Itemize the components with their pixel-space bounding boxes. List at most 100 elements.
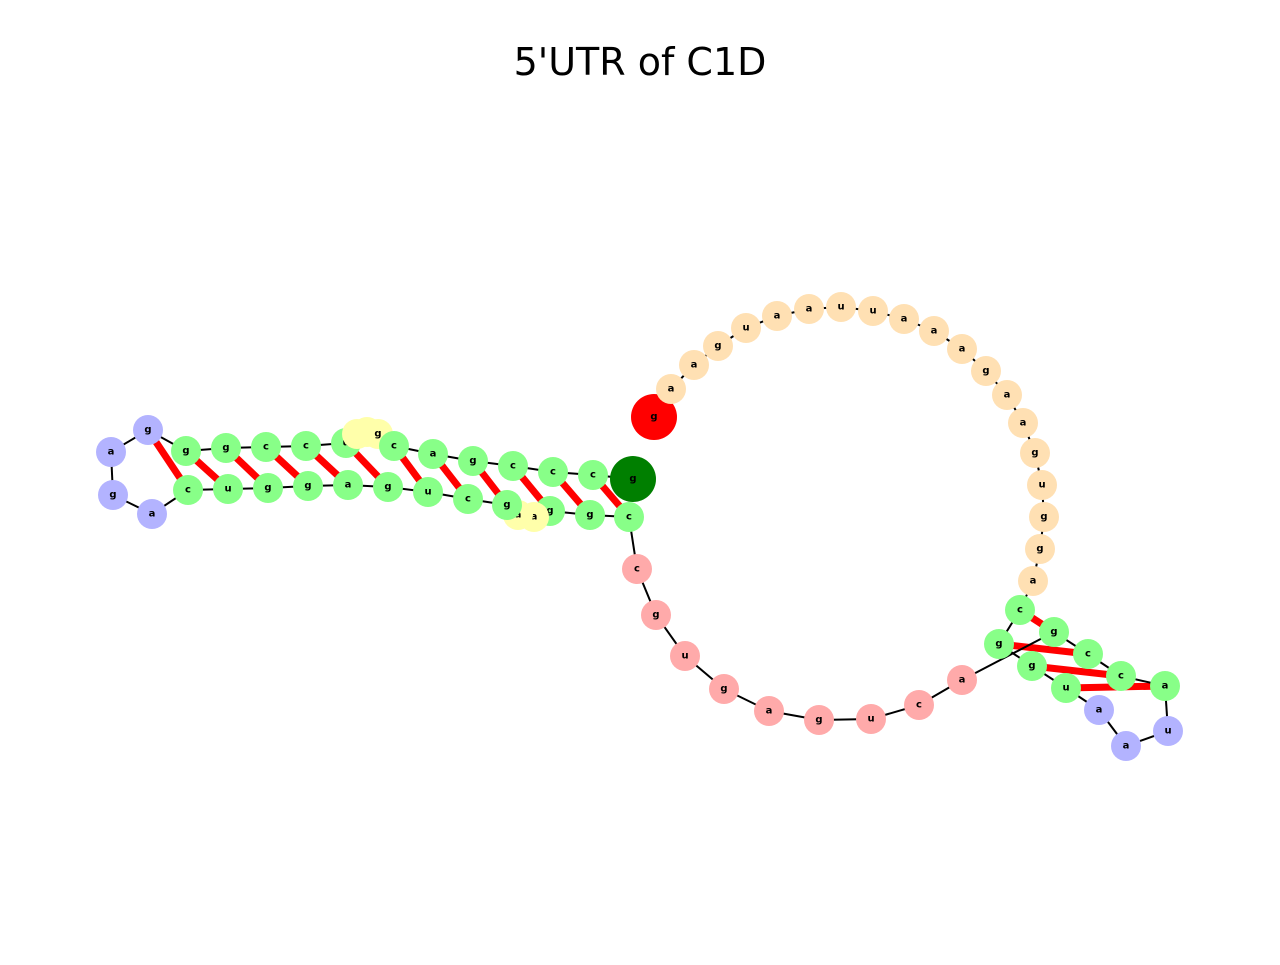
- nucleotide-node: g: [492, 490, 522, 520]
- nucleotide-label: c: [550, 467, 556, 478]
- nucleotide-circle: [731, 313, 761, 343]
- nucleotide-label: g: [720, 684, 727, 695]
- nucleotide-node: a: [762, 301, 792, 331]
- nucleotide-label: g: [182, 446, 189, 457]
- nucleotide-circle: [622, 554, 652, 584]
- nucleotide-circle: [1027, 470, 1057, 500]
- nucleotide-label: a: [1004, 390, 1011, 401]
- nucleotide-node: g: [133, 415, 163, 445]
- nucleotide-circle: [453, 484, 483, 514]
- nucleotide-circle: [670, 641, 700, 671]
- nucleotide-label: g: [503, 500, 510, 511]
- nucleotide-circle: [373, 472, 403, 502]
- nucleotide-label: g: [374, 429, 381, 440]
- nucleotide-label: u: [837, 302, 844, 313]
- nucleotide-circle: [679, 350, 709, 380]
- nucleotide-circle: [538, 457, 568, 487]
- nucleotide-node: a: [947, 334, 977, 364]
- nucleotide-node: a: [333, 470, 363, 500]
- nucleotide-label: a: [901, 314, 908, 325]
- nucleotide-label: c: [303, 441, 309, 452]
- nucleotide-circle: [641, 600, 671, 630]
- nucleotide-label: a: [1162, 681, 1169, 692]
- nucleotide-label: g: [109, 490, 116, 501]
- nucleotide-label: a: [531, 512, 538, 523]
- nucleotide-circle: [418, 439, 448, 469]
- nucleotide-circle: [889, 304, 919, 334]
- nucleotide-label: g: [1040, 512, 1047, 523]
- nucleotide-node: u: [413, 477, 443, 507]
- nucleotide-circle: [984, 629, 1014, 659]
- nucleotide-node: g: [211, 433, 241, 463]
- nucleotide-label: a: [1030, 576, 1037, 587]
- nucleotide-circle: [251, 432, 281, 462]
- nucleotide-node: a: [1084, 695, 1114, 725]
- nucleotide-circle: [253, 473, 283, 503]
- nucleotide-circle: [1084, 695, 1114, 725]
- nucleotide-circle: [458, 446, 488, 476]
- nucleotide-circle: [1017, 651, 1047, 681]
- nucleotide-node: g: [1039, 617, 1069, 647]
- nucleotide-circle: [610, 456, 656, 502]
- nucleotide-label: a: [766, 706, 773, 717]
- nucleotide-circle: [947, 665, 977, 695]
- nucleotide-circle: [971, 356, 1001, 386]
- nucleotide-circle: [826, 292, 856, 322]
- nucleotide-circle: [919, 316, 949, 346]
- nucleotide-circle: [173, 475, 203, 505]
- nucleotide-node: a: [1150, 671, 1180, 701]
- nucleotide-node: g: [458, 446, 488, 476]
- nucleotide-circle: [614, 502, 644, 532]
- nucleotide-node: c: [578, 460, 608, 490]
- nucleotide-node: a: [1018, 566, 1048, 596]
- nucleotide-circle: [1051, 673, 1081, 703]
- nucleotide-label: a: [668, 384, 675, 395]
- nucleotide-node: g: [641, 600, 671, 630]
- nucleotide-circle: [1150, 671, 1180, 701]
- nucleotide-label: a: [691, 360, 698, 371]
- nucleotide-label: g: [1031, 448, 1038, 459]
- nucleotide-node: g: [631, 394, 677, 440]
- nucleotide-node: g: [1025, 534, 1055, 564]
- nucleotide-node: u: [213, 474, 243, 504]
- nucleotide-circle: [291, 431, 321, 461]
- nucleotide-label: a: [1123, 741, 1130, 752]
- nucleotide-label: a: [774, 311, 781, 322]
- nucleotide-node: u: [731, 313, 761, 343]
- nucleotide-label: a: [345, 480, 352, 491]
- nucleotide-node: c: [1005, 595, 1035, 625]
- nucleotide-node: c: [538, 457, 568, 487]
- nucleotide-node: g: [1029, 502, 1059, 532]
- nucleotide-circle: [575, 500, 605, 530]
- nucleotide-circle: [413, 477, 443, 507]
- nucleotide-node: c: [904, 690, 934, 720]
- nucleotide-node: g: [984, 629, 1014, 659]
- nucleotide-circle: [171, 436, 201, 466]
- nucleotide-label: c: [391, 441, 397, 452]
- nucleotide-label: g: [714, 341, 721, 352]
- nucleotide-circle: [1073, 639, 1103, 669]
- nucleotide-label: u: [224, 484, 231, 495]
- nucleotide-circle: [754, 696, 784, 726]
- nucleotide-node: u: [856, 704, 886, 734]
- nucleotide-circle: [656, 374, 686, 404]
- nucleotide-label: c: [1017, 605, 1023, 616]
- nucleotide-node: g: [610, 456, 656, 502]
- nucleotide-label: g: [982, 366, 989, 377]
- nucleotide-node: g: [1017, 651, 1047, 681]
- nucleotide-node: c: [622, 554, 652, 584]
- nucleotide-node: c: [498, 451, 528, 481]
- nucleotide-circle: [1025, 534, 1055, 564]
- nucleotide-label: g: [629, 474, 636, 485]
- nucleotide-circle: [1005, 595, 1035, 625]
- nucleotide-label: c: [590, 470, 596, 481]
- nucleotide-circle: [96, 437, 126, 467]
- nucleotide-label: c: [1085, 649, 1091, 660]
- nucleotide-node: a: [96, 437, 126, 467]
- nucleotide-label: c: [626, 512, 632, 523]
- nucleotide-node: c: [1073, 639, 1103, 669]
- nucleotide-circle: [631, 394, 677, 440]
- nucleotide-node: c: [173, 475, 203, 505]
- nucleotide-circle: [213, 474, 243, 504]
